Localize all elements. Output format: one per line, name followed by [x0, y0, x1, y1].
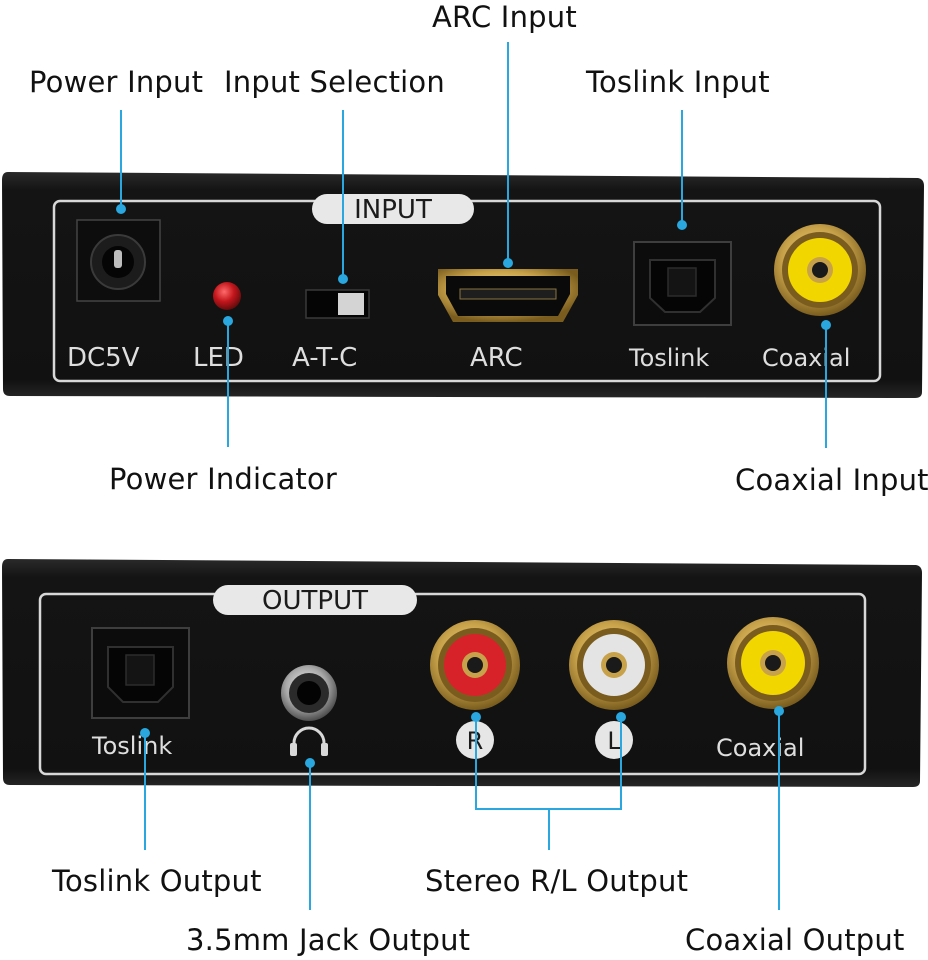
coaxial-out-label: Coaxial [716, 734, 804, 762]
leader-input-selection [342, 110, 344, 278]
power-led [213, 282, 241, 310]
leader-jack-output [309, 762, 311, 910]
coaxial-label: Coaxial [762, 344, 850, 372]
power-indicator-label: Power Indicator [109, 462, 338, 496]
l-label: L [607, 727, 621, 755]
toslink-input-label: Toslink Input [586, 65, 770, 99]
leader-toslink-output [144, 732, 146, 850]
toslink-output-label: Toslink Output [52, 864, 262, 898]
coaxial-output-port [727, 617, 819, 709]
toslink-label: Toslink [628, 344, 709, 372]
toslink-output-port [91, 627, 190, 719]
headphone-icon [290, 726, 328, 756]
leader-coaxial-input [825, 324, 827, 448]
leader-dot-toslink-input [677, 220, 687, 230]
input-selection-label: Input Selection [224, 65, 445, 99]
jack-output-label: 3.5mm Jack Output [186, 923, 471, 957]
leader-stereo-left [620, 716, 622, 810]
input-selector-switch[interactable] [305, 289, 370, 319]
leader-arc-input [507, 42, 509, 262]
led-label: LED [193, 343, 244, 373]
output-panel-outline [38, 592, 867, 776]
leader-dot-arc-input [503, 258, 513, 268]
power-input-label: Power Input [29, 65, 204, 99]
leader-dot-input-selection [338, 274, 348, 284]
stereo-output-label: Stereo R/L Output [425, 864, 689, 898]
headphone-jack-port [281, 665, 337, 721]
leader-dot-power-input [116, 204, 126, 214]
leader-stereo-stem [548, 808, 550, 850]
leader-power-input [120, 110, 122, 208]
toslink-input-port [633, 241, 732, 326]
input-section-tag [312, 194, 474, 224]
leader-coaxial-output [778, 710, 780, 910]
dc-label: DC5V [67, 343, 140, 373]
output-panel-device: OUTPUT R L [2, 559, 922, 787]
input-panel-device: INPUT DC5V LED A-T-C ARC Toslink Coaxial [2, 172, 924, 398]
coaxial-output-label: Coaxial Output [685, 923, 905, 957]
switch-label: A-T-C [292, 343, 357, 373]
output-section-tag [213, 585, 417, 615]
input-section-label: INPUT [354, 195, 432, 225]
leader-stereo-right [475, 716, 477, 810]
rca-right-port [430, 620, 520, 710]
toslink-out-label: Toslink [91, 732, 172, 760]
coaxial-input-label: Coaxial Input [735, 463, 928, 497]
dc-jack [76, 219, 161, 302]
coaxial-input-port [774, 224, 866, 316]
arc-input-label: ARC Input [432, 0, 577, 34]
leader-toslink-input [681, 110, 683, 224]
output-section-label: OUTPUT [262, 586, 368, 616]
leader-power-indicator [227, 320, 229, 447]
hdmi-arc-port [438, 269, 578, 322]
arc-label: ARC [470, 343, 523, 373]
l-badge [595, 721, 633, 759]
rca-left-port [569, 620, 659, 710]
